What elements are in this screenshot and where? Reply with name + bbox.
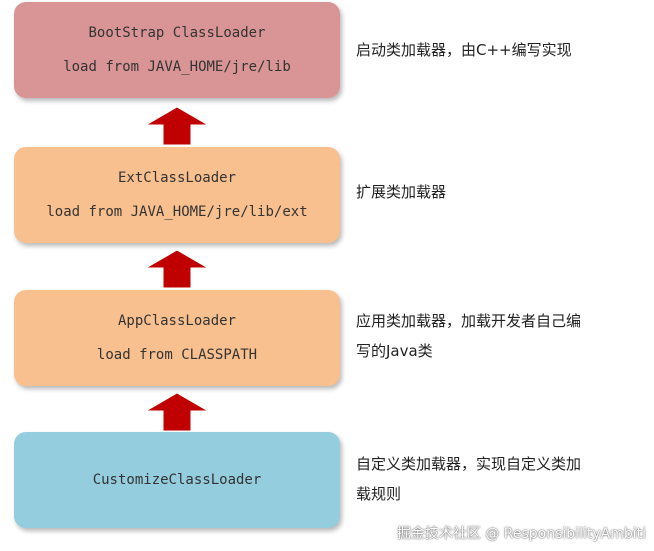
- description-line: 启动类加载器，由C++编写实现: [356, 41, 572, 59]
- up-arrow-icon: [145, 106, 209, 146]
- up-arrow-icon: [145, 249, 209, 289]
- bootstrap-classloader-box: BootStrap ClassLoader load from JAVA_HOM…: [14, 2, 340, 98]
- description-line: 扩展类加载器: [356, 183, 447, 201]
- bootstrap-classloader-name: BootStrap ClassLoader: [88, 25, 266, 41]
- ext-classloader-description: 扩展类加载器: [356, 177, 626, 207]
- bootstrap-classloader-path: load from JAVA_HOME/jre/lib: [63, 59, 291, 75]
- description-line: 载规则: [356, 485, 402, 503]
- ext-classloader-box: ExtClassLoader load from JAVA_HOME/jre/l…: [14, 147, 340, 243]
- customize-classloader-description: 自定义类加载器，实现自定义类加 载规则: [356, 449, 626, 509]
- app-classloader-name: AppClassLoader: [117, 313, 236, 329]
- watermark: 掘金技术社区 @ ResponsibilityAmbiti: [396, 526, 646, 542]
- app-classloader-path: load from CLASSPATH: [96, 347, 258, 363]
- ext-classloader-name: ExtClassLoader: [117, 170, 236, 186]
- description-line: 应用类加载器，加载开发者自己编: [356, 312, 582, 330]
- ext-classloader-path: load from JAVA_HOME/jre/lib/ext: [46, 204, 308, 220]
- bootstrap-classloader-description: 启动类加载器，由C++编写实现: [356, 35, 626, 65]
- customize-classloader-name: CustomizeClassLoader: [92, 472, 262, 488]
- app-classloader-description: 应用类加载器，加载开发者自己编 写的Java类: [356, 306, 626, 366]
- description-line: 自定义类加载器，实现自定义类加: [356, 455, 582, 473]
- up-arrow-icon: [145, 392, 209, 432]
- app-classloader-box: AppClassLoader load from CLASSPATH: [14, 290, 340, 386]
- customize-classloader-box: CustomizeClassLoader: [14, 432, 340, 528]
- description-line: 写的Java类: [356, 342, 433, 360]
